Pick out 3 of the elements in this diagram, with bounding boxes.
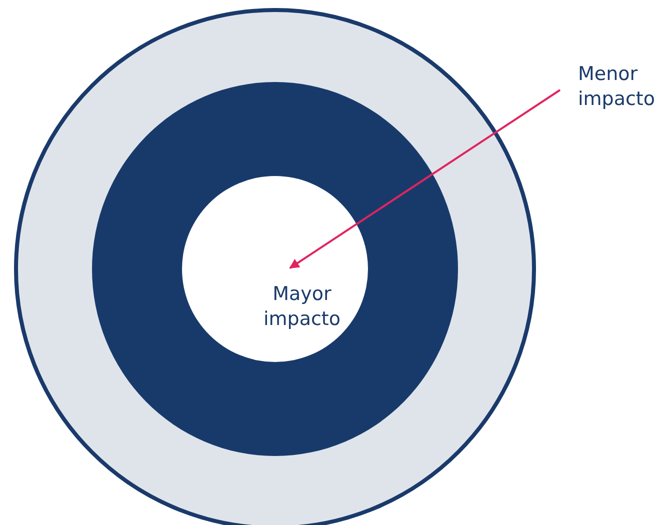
impact-label: Mayor impacto <box>262 282 342 332</box>
impact-label: Menor impacto <box>578 62 656 112</box>
arrow <box>289 89 561 269</box>
